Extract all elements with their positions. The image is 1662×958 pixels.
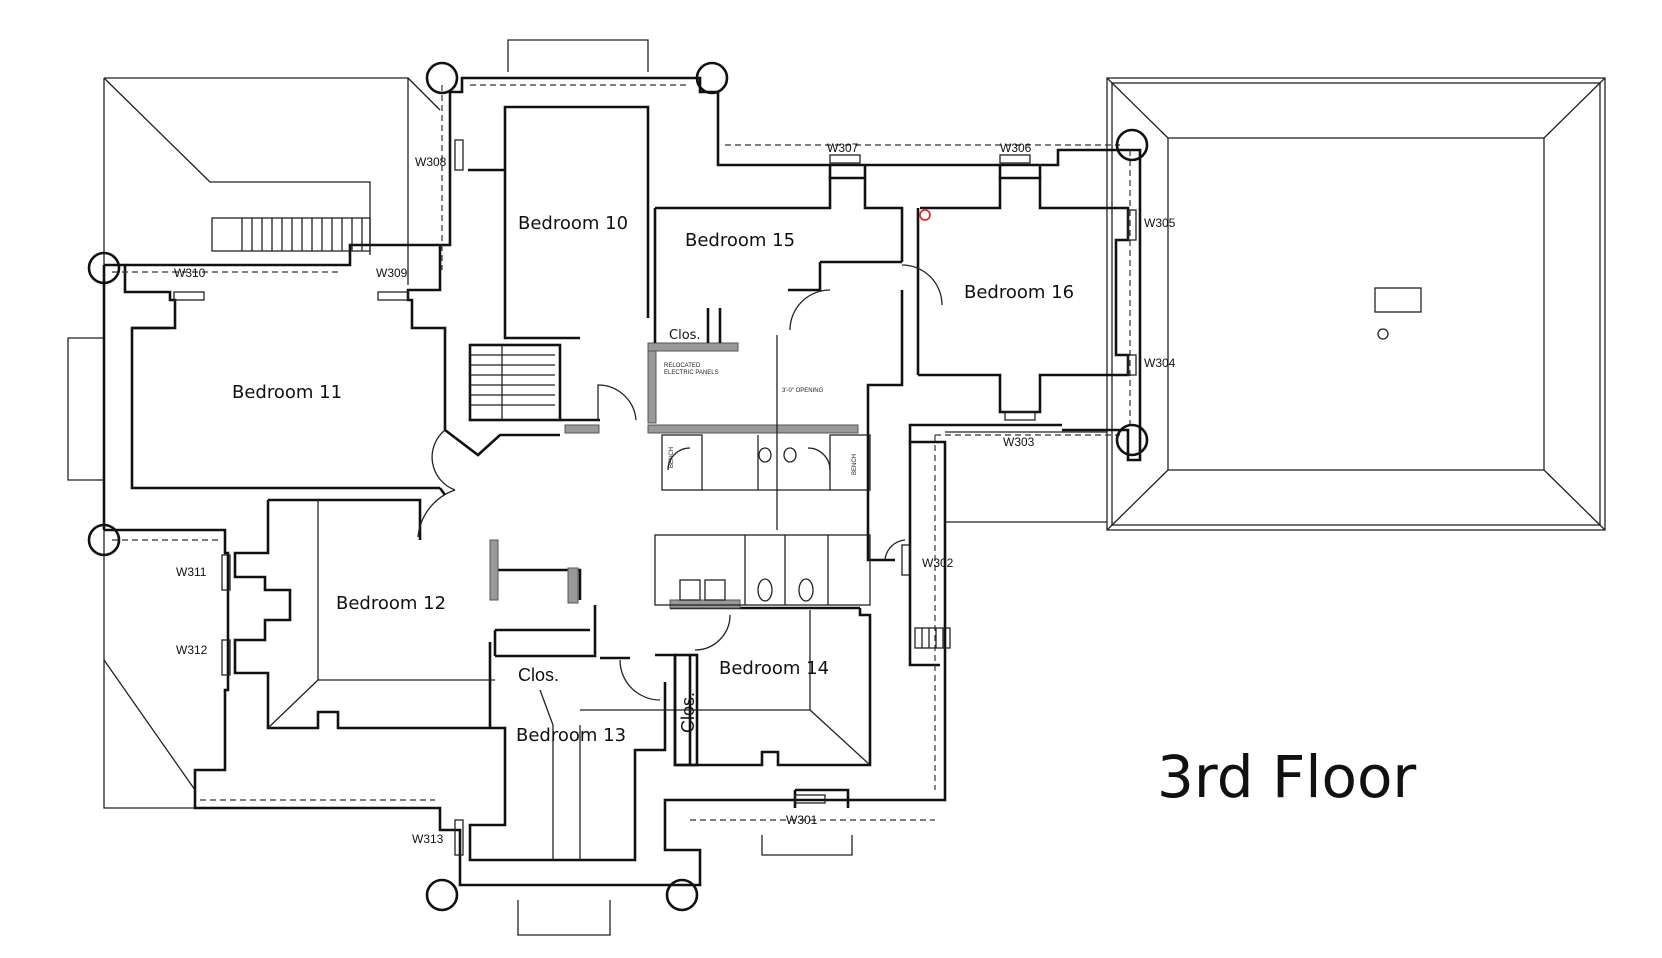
window-label-w310: W310 (174, 266, 206, 280)
room-label-bedroom-15: Bedroom 15 (685, 230, 795, 251)
doors (417, 264, 943, 701)
stair-upper-left (211, 217, 371, 252)
window-label-w306: W306 (1000, 141, 1032, 155)
window-label-w309: W309 (376, 266, 408, 280)
room-label-bedroom-12: Bedroom 12 (336, 593, 446, 614)
window-label-w303: W303 (1003, 435, 1035, 449)
room-label-bedroom-14: Bedroom 14 (719, 658, 829, 679)
window-label-w313: W313 (412, 832, 444, 846)
closet-shapes (653, 308, 722, 767)
bench-label-right: BENCH (852, 454, 858, 475)
window-label-w301: W301 (786, 813, 818, 827)
dashed-lines-interior (267, 500, 871, 860)
exterior-walls (102, 76, 1142, 887)
stair-center (468, 343, 562, 422)
window-label-w312: W312 (176, 643, 208, 657)
window-ticks (173, 139, 1137, 856)
balcony-grille (914, 627, 951, 649)
window-label-w305: W305 (1144, 216, 1176, 230)
window-label-w304: W304 (1144, 356, 1176, 370)
bench-label-left: BENCH (669, 447, 675, 468)
marker-red-circle (919, 209, 931, 221)
roof-outline-right (945, 77, 1606, 531)
top-projection (67, 39, 853, 936)
window-label-w311: W311 (176, 565, 207, 579)
closet-label-vertical: Clos. (678, 692, 698, 733)
gray-walls (489, 342, 859, 609)
restroom-fixtures (654, 335, 871, 606)
parapet-dashed (112, 84, 1131, 821)
closet-label-upper: Clos. (669, 328, 701, 343)
floor-title: 3rd Floor (1157, 743, 1416, 811)
window-label-w307: W307 (827, 141, 859, 155)
note-relocated: RELOCATED (664, 363, 701, 369)
room-label-bedroom-16: Bedroom 16 (964, 282, 1074, 303)
window-label-w302: W302 (922, 556, 954, 570)
roof-outline-lower-left (103, 530, 196, 809)
room-label-bedroom-11: Bedroom 11 (232, 382, 342, 403)
closet-label-lower: Clos. (518, 665, 559, 685)
corner-turrets (87, 61, 1149, 912)
room-label-bedroom-10: Bedroom 10 (518, 213, 628, 234)
note-electric-panels: ELECTRIC PANELS (664, 370, 719, 376)
room-label-bedroom-13: Bedroom 13 (516, 725, 626, 746)
window-label-w308: W308 (415, 155, 447, 169)
roof-outline-left (103, 77, 441, 285)
note-opening: 3'-0" OPENING (782, 388, 824, 394)
